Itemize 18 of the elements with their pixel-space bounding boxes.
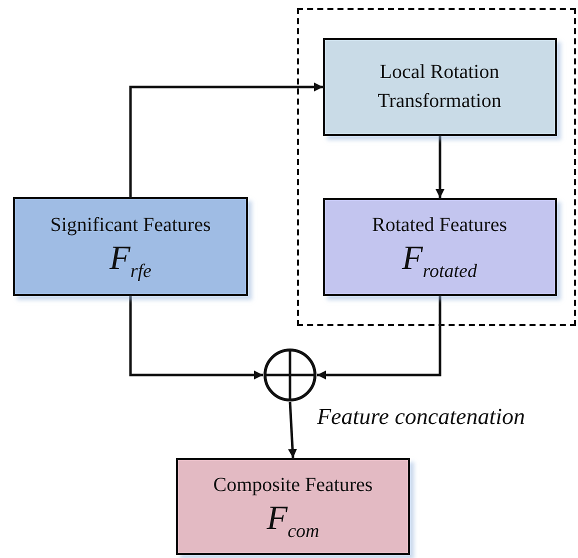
- box-title: Significant Features: [50, 212, 211, 238]
- box-title: Local Rotation Transformation: [376, 60, 502, 114]
- box-title: Composite Features: [213, 472, 373, 498]
- arrow: [129, 296, 263, 380]
- arrow: [317, 296, 442, 380]
- dashed-group-frame: [297, 8, 576, 326]
- arrow: [288, 402, 297, 458]
- box-title: Rotated Features: [372, 212, 507, 238]
- arrow: [129, 82, 323, 197]
- feature-symbol: F$_{com}$: [266, 500, 320, 542]
- arrow: [436, 136, 444, 198]
- process-box: [13, 197, 248, 296]
- operation-label: Feature concatenation: [317, 404, 525, 430]
- feature-symbol: F$_{rfe}$: [110, 240, 152, 282]
- feature-symbol: F$_{rotated}$: [402, 240, 477, 282]
- process-box: [176, 458, 410, 555]
- process-box: [322, 198, 556, 296]
- process-box: [322, 38, 556, 136]
